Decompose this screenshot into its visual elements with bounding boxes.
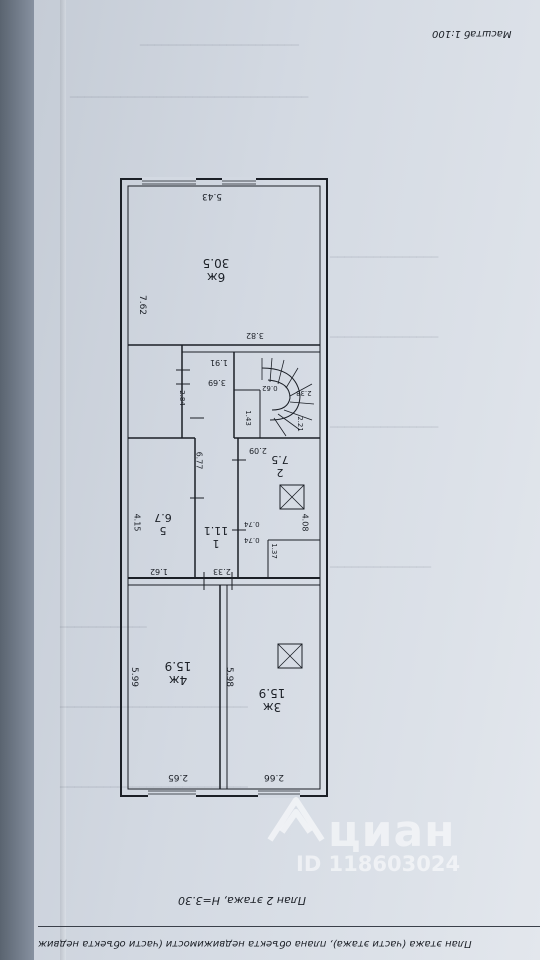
- watermark-brand: циан: [328, 806, 456, 857]
- caption-divider: [38, 926, 540, 927]
- watermark-id: ID 118603024: [296, 852, 461, 876]
- background-edge: [0, 0, 34, 960]
- plan-title: План 2 этажа, H=3.30: [178, 894, 307, 907]
- page-fold-shadow: [60, 0, 66, 960]
- document-sheet: [34, 0, 540, 960]
- plan-caption: План этажа (части этажа), плана объекта …: [38, 938, 472, 949]
- inner-wall-outline: [127, 185, 321, 790]
